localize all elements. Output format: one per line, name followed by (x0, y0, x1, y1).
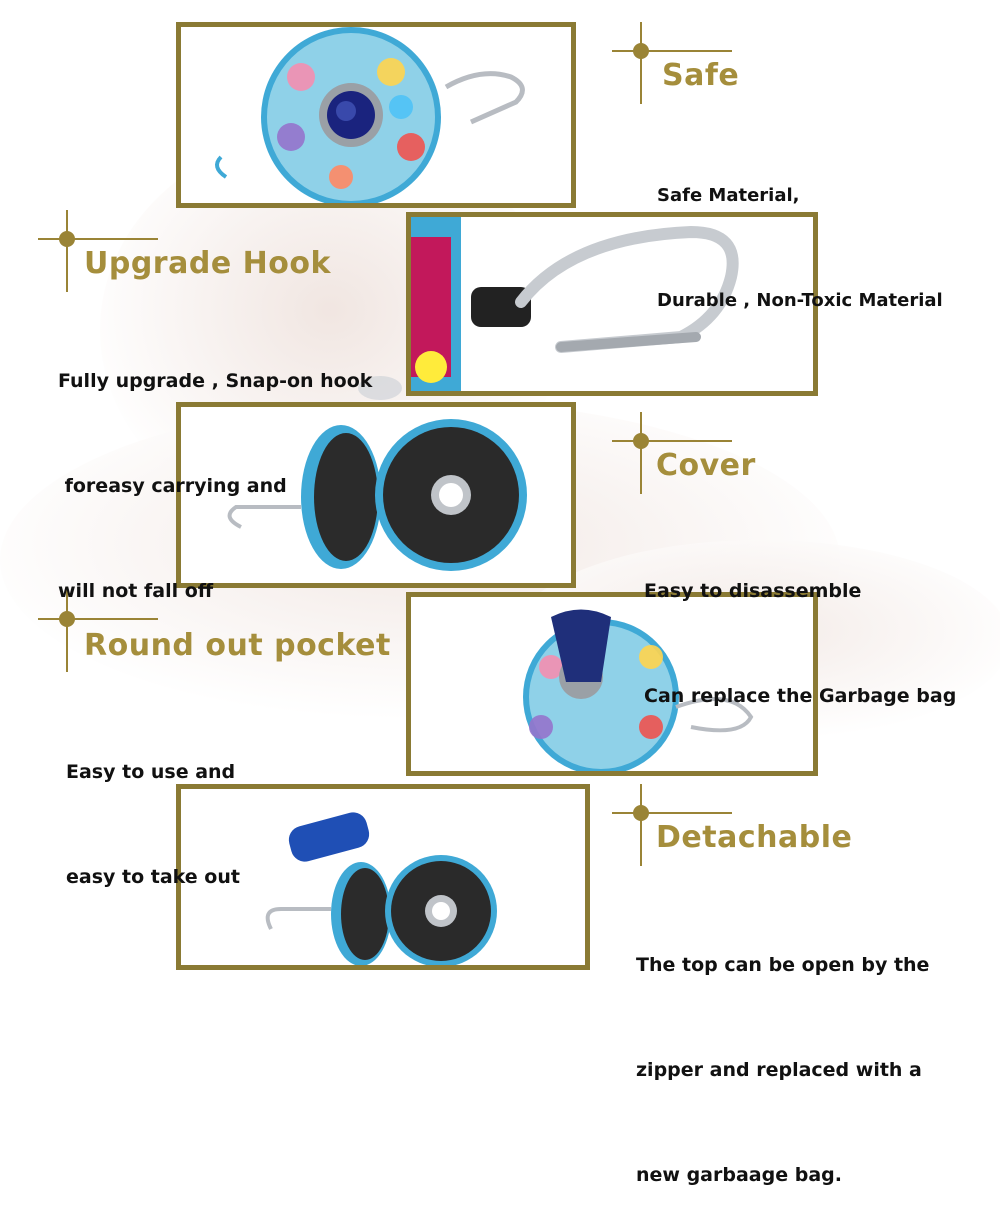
description-line: Easy to use and (66, 761, 236, 783)
description-line: Safe Material, (657, 185, 800, 206)
product-photo-round-pocket (406, 592, 818, 776)
description-line: The top can be open by the (636, 954, 930, 976)
heading-upgrade-hook: Upgrade Hook (84, 246, 331, 281)
description-line: Can replace the Garbage bag (644, 685, 957, 707)
product-photo-safe (176, 22, 576, 208)
description-round-out-pocket: Easy to use and easy to take out (66, 685, 240, 930)
heading-round-out-pocket: Round out pocket (84, 628, 391, 663)
description-line: Fully upgrade , Snap-on hook (58, 370, 373, 392)
heading-cover: Cover (656, 448, 756, 483)
product-photo-cover (176, 402, 576, 588)
description-line: new garbaage bag. (636, 1164, 842, 1186)
heading-detachable: Detachable (656, 820, 853, 855)
section-marker-cover (612, 412, 742, 494)
section-marker-detachable (612, 784, 742, 866)
section-marker-round-pocket (38, 590, 168, 672)
description-line: foreasy carrying and (58, 475, 287, 497)
section-marker-safe (612, 22, 742, 104)
section-marker-upgrade-hook (38, 210, 168, 292)
description-cover: Easy to disassemble Can replace the Garb… (644, 504, 956, 749)
description-line: Easy to disassemble (644, 580, 862, 602)
description-line: easy to take out (66, 866, 240, 888)
description-line: Durable , Non-Toxic Material (657, 290, 943, 311)
description-detachable: The top can be open by the zipper and re… (636, 878, 929, 1228)
product-photo-hook (406, 212, 818, 396)
product-photo-detachable (176, 784, 590, 970)
description-safe: Safe Material, Durable , Non-Toxic Mater… (657, 108, 943, 353)
description-upgrade-hook: Fully upgrade , Snap-on hook foreasy car… (58, 294, 372, 644)
description-line: zipper and replaced with a (636, 1059, 922, 1081)
heading-safe: Safe (662, 58, 740, 93)
description-line: will not fall off (58, 580, 214, 602)
